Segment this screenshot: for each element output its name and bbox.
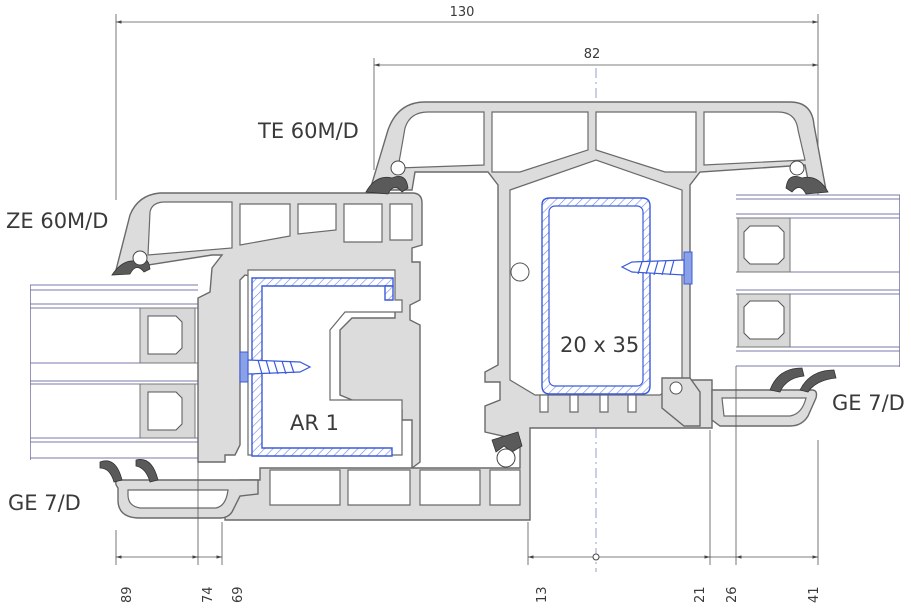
dimension-inner-value: 82	[584, 47, 601, 62]
dim-label-21: 21	[693, 586, 708, 603]
screw-right-icon	[620, 251, 693, 285]
bottom-dimension-labels: 89 74 69 13 21 26 41	[120, 586, 822, 603]
label-ge-left: GE 7/D	[8, 491, 81, 515]
frame-gasket-right	[785, 160, 829, 195]
bottom-center-gasket	[491, 431, 523, 468]
dim-label-74: 74	[201, 586, 216, 603]
frame-gasket-left	[365, 160, 409, 195]
reinforcement-ar1	[251, 277, 394, 457]
dim-label-26: 26	[725, 586, 740, 603]
sash-profile-ze	[111, 192, 423, 470]
screw-left-icon	[239, 351, 312, 383]
label-te: TE 60M/D	[257, 119, 359, 143]
glazing-bead-right	[661, 367, 837, 427]
label-ge-right: GE 7/D	[832, 391, 905, 415]
label-ar: AR 1	[290, 411, 339, 435]
bottom-dimension-line	[115, 366, 819, 565]
reinforcement-20x35	[541, 197, 651, 395]
left-glass-unit	[30, 284, 198, 460]
dimension-inner: 82	[373, 47, 818, 170]
dim-label-89: 89	[120, 586, 135, 603]
dim-label-69: 69	[231, 586, 246, 603]
dim-label-13: 13	[535, 586, 550, 603]
label-steel-dim: 20 x 35	[560, 333, 639, 357]
dim-label-41: 41	[807, 586, 822, 603]
dimension-overall-value: 130	[450, 5, 475, 20]
sash-gasket	[111, 250, 151, 276]
dimension-overall: 130	[115, 5, 819, 200]
glazing-bead-left	[99, 459, 259, 519]
right-glass-unit	[736, 194, 900, 367]
label-ze: ZE 60M/D	[6, 209, 108, 233]
